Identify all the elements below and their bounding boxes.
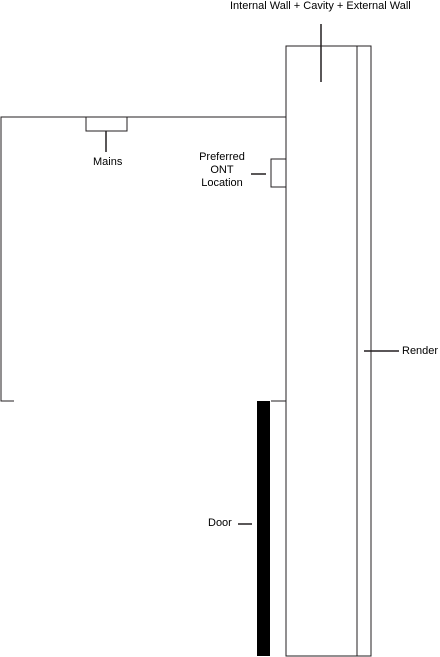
ont-box <box>270 158 287 188</box>
door-shape <box>257 401 270 656</box>
wall-label: Internal Wall + Cavity + External Wall <box>230 0 411 12</box>
mains-box <box>85 116 128 132</box>
render-label: Render <box>402 345 439 357</box>
mains-label: Mains <box>93 156 123 168</box>
room-outline <box>0 116 286 402</box>
wall-block <box>285 45 358 657</box>
ont-label: Preferred ONT Location <box>195 151 249 190</box>
ont-label-line1: Preferred <box>199 151 245 163</box>
ont-label-line2: ONT <box>210 164 234 176</box>
ont-label-line3: Location <box>201 177 243 189</box>
door-label: Door <box>208 517 232 529</box>
